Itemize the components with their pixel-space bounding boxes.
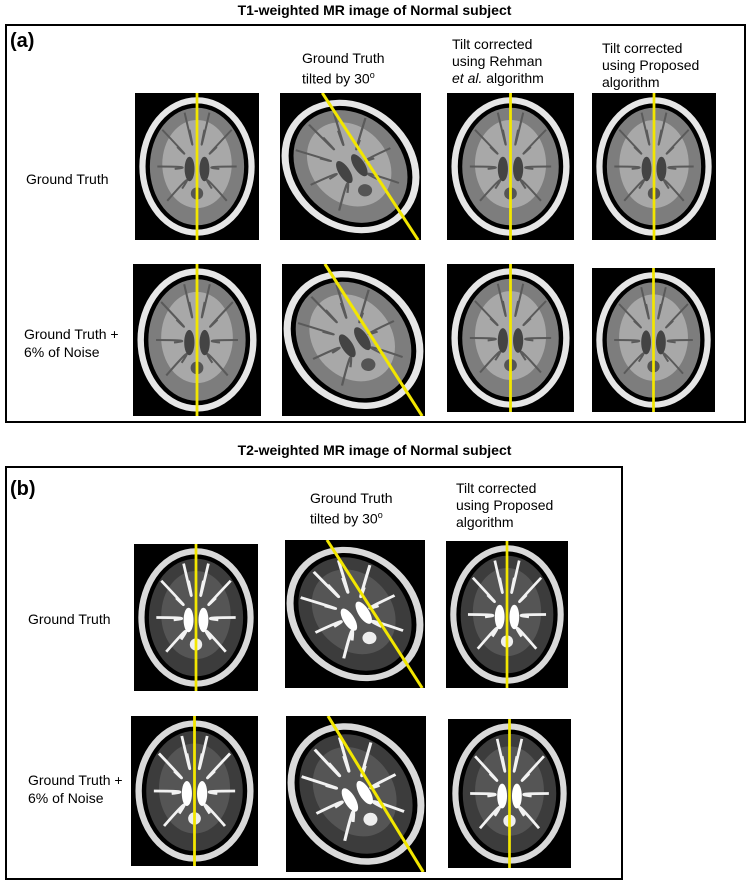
t1-noise-rehman-corrected-image bbox=[447, 264, 574, 412]
t1-proposed-corrected-image bbox=[592, 93, 716, 240]
panel-b-row-noise: Ground Truth + 6% of Noise bbox=[28, 772, 123, 806]
panel-a-row-ground-truth: Ground Truth bbox=[26, 171, 109, 187]
mr-slice-graphic bbox=[283, 264, 424, 416]
t2-ground-truth-image bbox=[134, 544, 258, 691]
t2-noise-proposed-corrected-image bbox=[448, 719, 571, 868]
mr-slice-graphic bbox=[596, 268, 711, 412]
mr-slice-graphic bbox=[450, 541, 564, 688]
t2-title: T2-weighted MR image of Normal subject bbox=[237, 442, 512, 458]
panel-b-row-ground-truth: Ground Truth bbox=[28, 611, 111, 627]
t1-noise-tilted-image bbox=[282, 264, 425, 416]
panel-b-col-tilted: Ground Truth tilted by 30o bbox=[310, 490, 393, 527]
t1-title: T1-weighted MR image of Normal subject bbox=[237, 2, 512, 18]
mr-slice-graphic bbox=[138, 544, 254, 691]
mr-slice-graphic bbox=[137, 264, 257, 416]
t1-noise-proposed-corrected-image bbox=[592, 268, 715, 412]
panel-a-col-tilted: Ground Truth tilted by 30o bbox=[302, 50, 385, 87]
mr-slice-graphic bbox=[286, 540, 424, 688]
mr-slice-graphic bbox=[451, 264, 570, 412]
t2-proposed-corrected-image bbox=[446, 541, 568, 688]
mr-slice-graphic bbox=[451, 93, 570, 240]
panel-b-label: (b) bbox=[10, 478, 36, 500]
panel-b bbox=[5, 466, 623, 880]
t1-rehman-corrected-image bbox=[447, 93, 574, 240]
t1-tilted-image bbox=[280, 93, 421, 240]
mr-slice-graphic bbox=[139, 93, 255, 240]
t1-noise-ground-truth-image bbox=[133, 264, 261, 416]
mr-slice-graphic bbox=[596, 93, 712, 240]
mr-slice-graphic bbox=[135, 716, 254, 866]
mr-slice-graphic bbox=[452, 719, 567, 868]
panel-a-label: (a) bbox=[10, 30, 35, 52]
mr-slice-graphic bbox=[287, 716, 425, 872]
t1-ground-truth-image bbox=[135, 93, 259, 240]
panel-b-col-proposed: Tilt corrected using Proposed algorithm bbox=[456, 480, 554, 530]
panel-a-row-noise: Ground Truth + 6% of Noise bbox=[24, 326, 119, 360]
t2-noise-tilted-image bbox=[286, 716, 426, 872]
t2-tilted-image bbox=[285, 540, 425, 688]
mr-slice-graphic bbox=[281, 93, 420, 240]
t2-noise-ground-truth-image bbox=[131, 716, 258, 866]
panel-a-col-rehman: Tilt corrected using Rehman et al. algor… bbox=[452, 36, 544, 86]
panel-a bbox=[5, 24, 746, 423]
panel-a-col-proposed: Tilt corrected using Proposed algorithm bbox=[602, 40, 700, 90]
